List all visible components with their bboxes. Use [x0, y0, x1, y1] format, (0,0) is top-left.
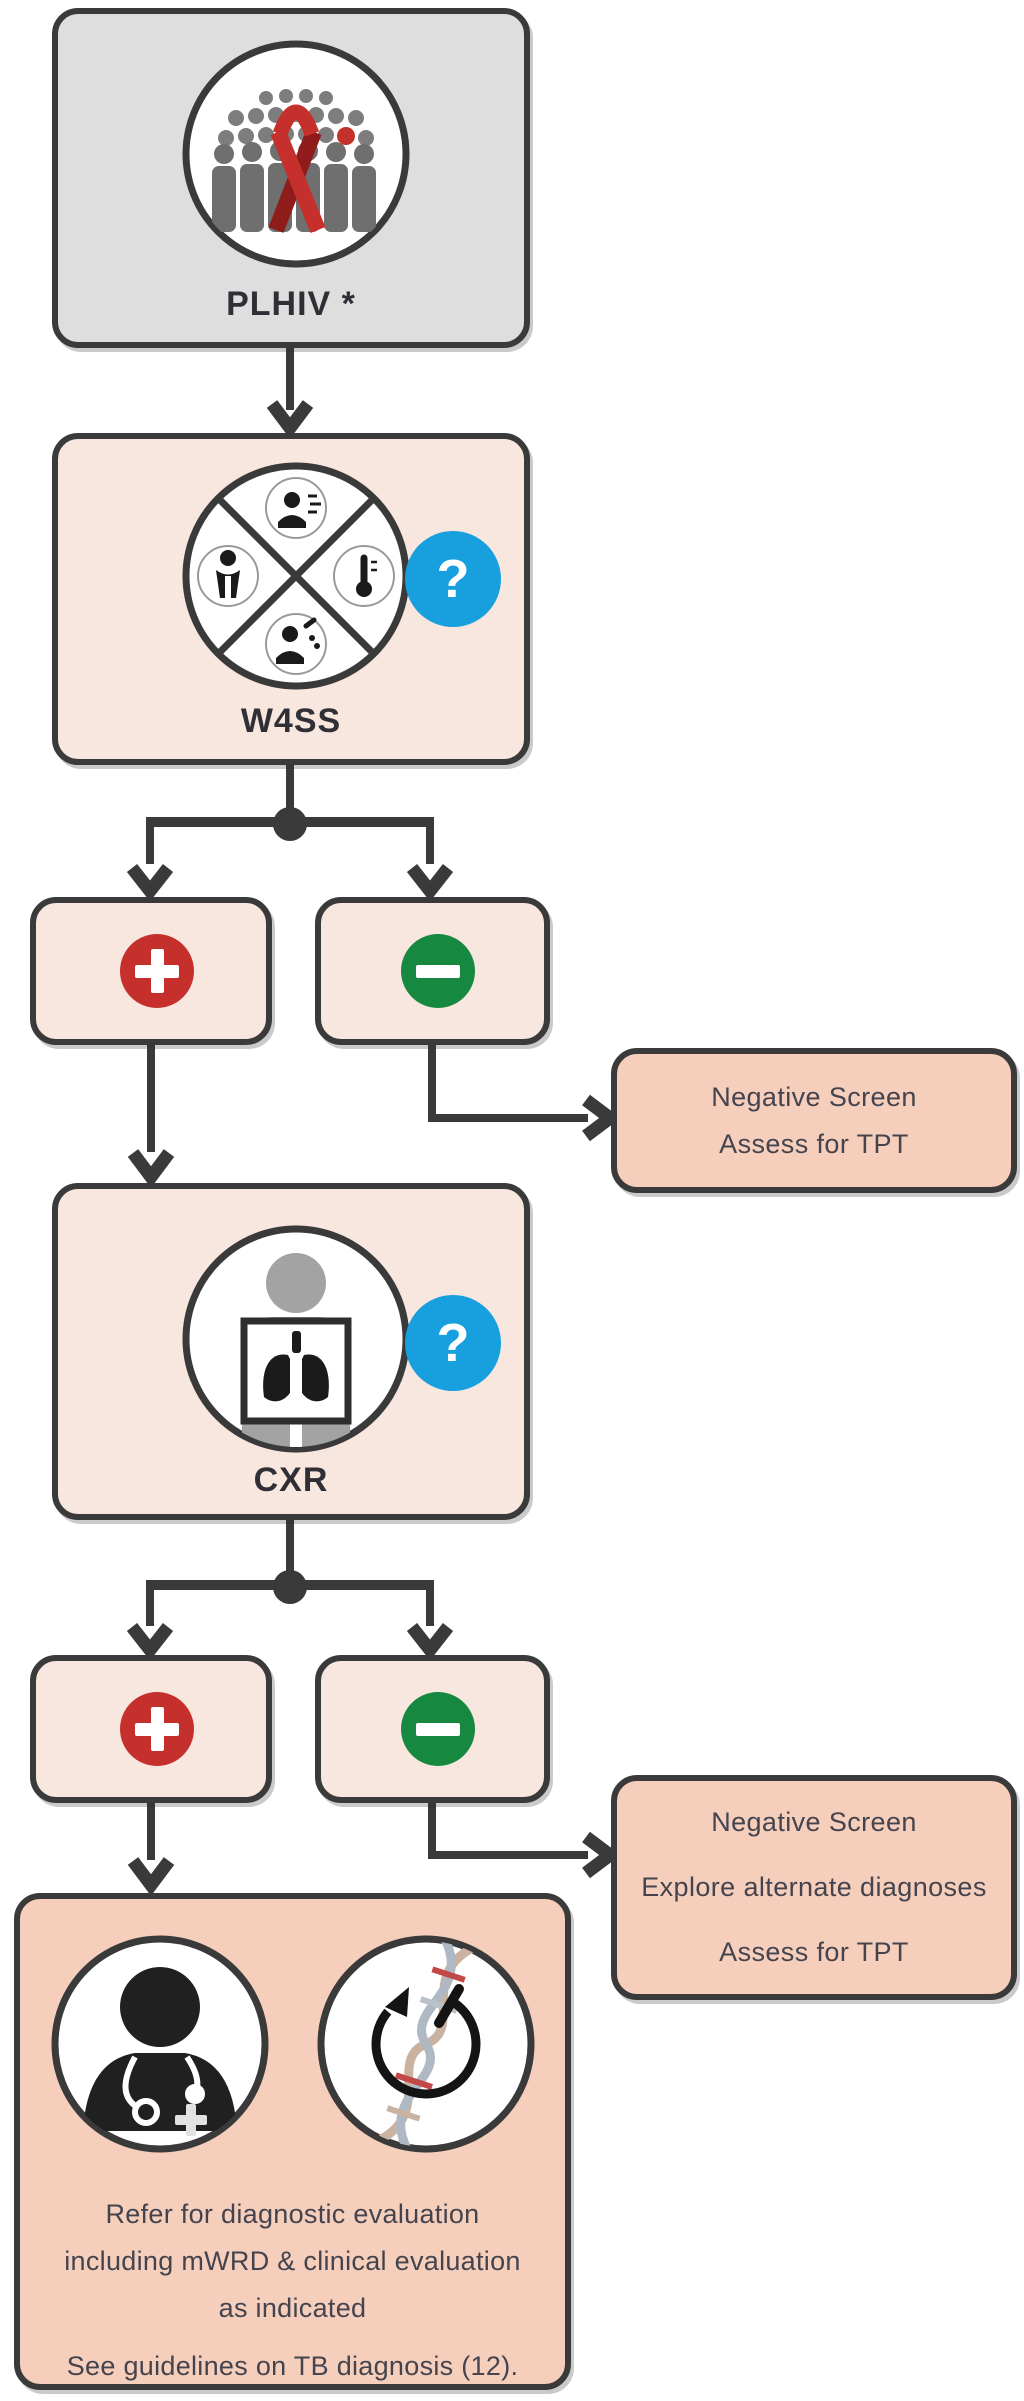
w4ss-symptoms-icon	[182, 462, 410, 690]
w4ss-positive-node	[30, 897, 272, 1045]
lungs	[263, 1331, 329, 1402]
junction-dot-1	[273, 807, 307, 841]
outcome-line: Assess for TPT	[719, 1128, 909, 1159]
outcome-line: Negative Screen	[711, 1081, 917, 1112]
connector-negative1-outcome	[428, 1045, 588, 1122]
plhiv-crowd-ribbon-icon	[182, 40, 410, 268]
w4ss-help-button[interactable]: ?	[405, 531, 501, 627]
referral-text: Refer for diagnostic evaluation includin…	[20, 2191, 565, 2390]
arrowhead-into-negative-2	[406, 1622, 454, 1661]
plhiv-icon-circle	[178, 36, 414, 272]
referral-line: See guidelines on TB diagnosis (12).	[66, 2351, 519, 2381]
minus-bar	[416, 965, 460, 978]
arrowhead-into-outcome-1	[582, 1094, 621, 1142]
connector-negative2-outcome	[428, 1803, 588, 1859]
positive-icon	[120, 934, 194, 1008]
weight-loss-icon	[216, 550, 240, 598]
doctor-silhouette	[83, 1967, 237, 2131]
positive-icon	[120, 1692, 194, 1766]
cxr-help-question-mark: ?	[436, 1313, 470, 1373]
w4ss-negative-outcome-node: Negative Screen Assess for TPT	[611, 1048, 1017, 1193]
mwrd-icon-circle	[313, 1931, 539, 2157]
medical-cross	[175, 2104, 207, 2136]
plhiv-node: PLHIV *	[52, 8, 530, 348]
arrowhead-into-positive-1	[126, 863, 174, 902]
cxr-help-button[interactable]: ?	[405, 1295, 501, 1391]
cxr-node: ? CXR	[52, 1183, 530, 1520]
chest-xray-icon	[182, 1225, 410, 1453]
w4ss-negative-node	[315, 897, 550, 1045]
outcome-line: Negative Screen	[711, 1807, 917, 1837]
doctor-icon-circle	[47, 1931, 273, 2157]
arrowhead-into-negative-1	[406, 863, 454, 902]
outcome-line: Explore alternate diagnoses	[641, 1872, 987, 1902]
arrowhead-into-referral	[127, 1857, 175, 1896]
plhiv-label: PLHIV *	[226, 285, 356, 323]
outcome-line: Assess for TPT	[719, 1937, 909, 1967]
quadrant-divider-x	[215, 495, 377, 657]
crowd-red-head	[337, 127, 355, 145]
retest-arrow	[371, 1984, 481, 2099]
minus-bar	[416, 1723, 460, 1736]
arrowhead-into-positive-2	[126, 1622, 174, 1661]
w4ss-help-question-mark: ?	[436, 549, 470, 609]
w4ss-icon-circle	[178, 458, 414, 694]
plus-vertical-bar	[151, 949, 164, 993]
cxr-label: CXR	[253, 1461, 329, 1499]
doctor-icon	[51, 1935, 269, 2153]
referral-node: Refer for diagnostic evaluation includin…	[14, 1893, 571, 2390]
stethoscope	[122, 2055, 205, 2126]
w4ss-node: ? W4SS	[52, 433, 530, 765]
referral-line: as indicated	[218, 2293, 367, 2323]
referral-line: Refer for diagnostic evaluation	[105, 2199, 480, 2229]
negative-icon	[401, 934, 475, 1008]
cxr-negative-outcome-node: Negative Screen Explore alternate diagno…	[611, 1775, 1017, 2000]
arrowhead-into-w4ss	[266, 400, 314, 439]
fever-thermometer-icon	[356, 554, 377, 597]
mwrd-dna-test-icon	[317, 1935, 535, 2153]
aids-ribbon	[268, 104, 326, 234]
arrowhead-into-outcome-2	[582, 1831, 621, 1879]
cxr-negative-node	[315, 1655, 550, 1803]
night-sweats-icon	[276, 617, 320, 664]
w4ss-label: W4SS	[240, 702, 342, 740]
referral-line: including mWRD & clinical evaluation	[64, 2246, 521, 2276]
plus-vertical-bar	[151, 1707, 164, 1751]
junction-dot-2	[273, 1570, 307, 1604]
dna-helix	[370, 1941, 482, 2147]
arrowhead-into-cxr	[127, 1149, 175, 1188]
negative-icon	[401, 1692, 475, 1766]
cxr-icon-circle	[178, 1221, 414, 1457]
cxr-positive-node	[30, 1655, 272, 1803]
cough-icon	[278, 492, 321, 528]
